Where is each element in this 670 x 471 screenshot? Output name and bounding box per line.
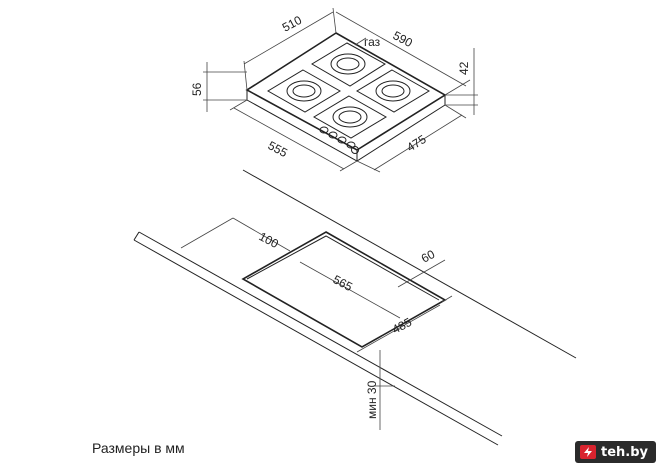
dim-475: 475 — [404, 132, 429, 155]
dim-555: 555 — [266, 138, 291, 160]
worktop-back-edge — [242, 169, 577, 359]
dim-510: 510 — [280, 13, 305, 35]
dim-42: 42 — [457, 61, 471, 75]
hob-top-plate — [245, 32, 447, 151]
dim-100: 100 — [257, 229, 282, 251]
burner-left — [267, 69, 341, 113]
worktop-front-lower-edge — [133, 239, 499, 446]
countertop-drawing: 100 60 565 485 мин 30 — [133, 169, 577, 446]
worktop-front-edge — [138, 231, 503, 437]
cutout-inner-edge — [246, 235, 440, 301]
control-knobs — [319, 126, 359, 154]
gas-label: газ — [364, 35, 381, 49]
dim-485: 485 — [390, 315, 415, 337]
burner-right — [356, 69, 430, 113]
units-caption: Размеры в мм — [92, 440, 185, 456]
worktop-cutout — [241, 231, 447, 348]
dim-min-30: мин 30 — [365, 380, 379, 419]
watermark-badge: teh.by — [574, 441, 656, 463]
dim-590: 590 — [391, 28, 416, 50]
dim-56: 56 — [190, 82, 204, 96]
bolt-icon — [579, 445, 596, 459]
burner-front — [313, 95, 387, 139]
dim-60: 60 — [419, 247, 438, 266]
burner-back — [311, 42, 386, 87]
hob-drawing: 510 590 газ 42 56 555 475 — [190, 7, 478, 173]
watermark-text: teh.by — [600, 444, 648, 460]
